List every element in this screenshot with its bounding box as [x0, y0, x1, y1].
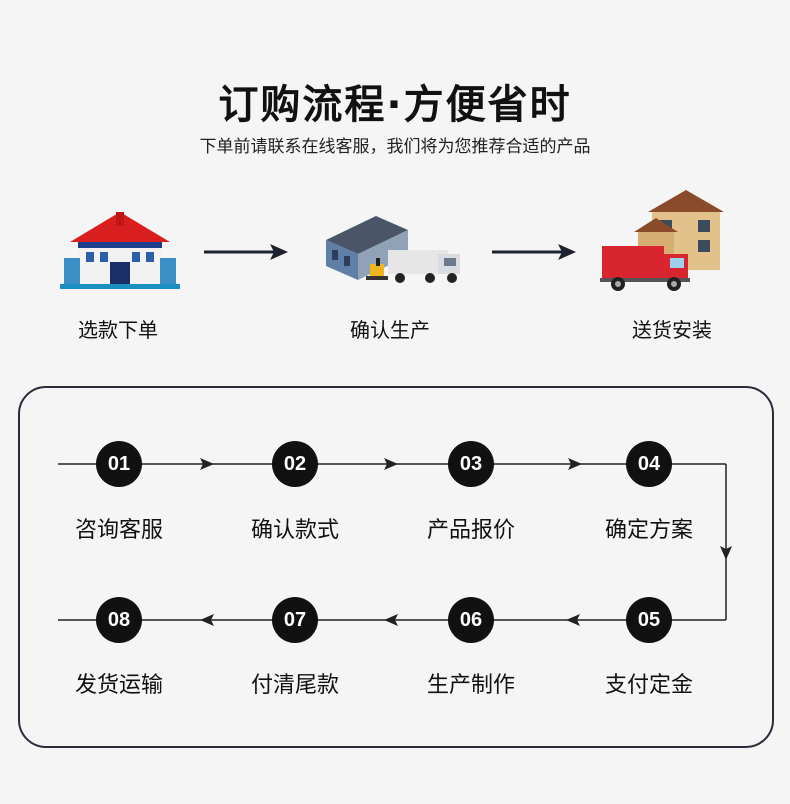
step-label-01: 咨询客服 [74, 518, 163, 543]
stage-label-confirm: 确认生产 [350, 318, 430, 342]
step-label-07: 付清尾款 [250, 673, 339, 698]
step-number-05: 05 [626, 597, 672, 643]
step-number-08: 08 [96, 597, 142, 643]
step-label-08: 发货运输 [74, 673, 163, 698]
factory-truck-icon [326, 216, 460, 283]
step-number-07: 07 [272, 597, 318, 643]
step-label-06: 生产制作 [426, 673, 515, 698]
delivery-house-icon [600, 190, 724, 291]
step-label-04: 确定方案 [604, 518, 693, 543]
arrow-right-icon [204, 244, 288, 260]
page-title: 订购流程·方便省时 [218, 82, 572, 128]
step-number-06: 06 [448, 597, 494, 643]
step-number-01: 01 [96, 441, 142, 487]
warehouse-store-icon [60, 212, 180, 289]
stage-label-deliver: 送货安装 [632, 318, 712, 342]
arrow-right-icon [492, 244, 576, 260]
page-subtitle: 下单前请联系在线客服，我们将为您推荐合适的产品 [199, 137, 591, 157]
step-label-02: 确认款式 [250, 518, 339, 543]
stage-label-select: 选款下单 [78, 318, 158, 342]
step-label-05: 支付定金 [604, 673, 693, 698]
step-number-03: 03 [448, 441, 494, 487]
step-number-04: 04 [626, 441, 672, 487]
step-label-03: 产品报价 [426, 518, 515, 543]
step-number-02: 02 [272, 441, 318, 487]
